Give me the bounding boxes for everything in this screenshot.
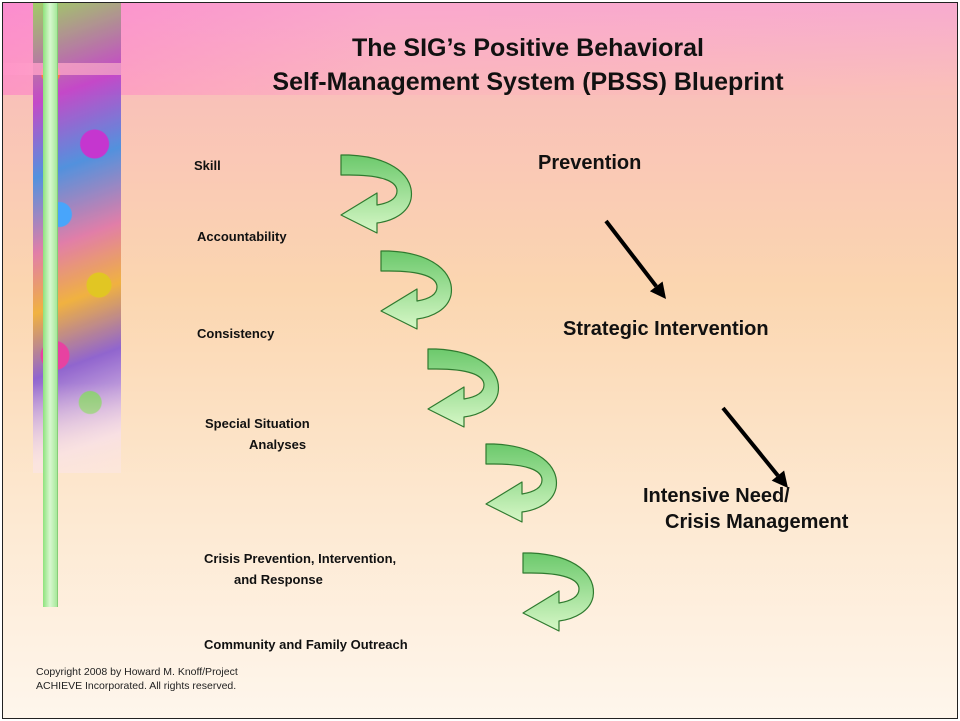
step-skill-label: Skill	[194, 158, 221, 173]
step-community-label: Community and Family Outreach	[204, 637, 408, 652]
copyright-line-1: Copyright 2008 by Howard M. Knoff/Projec…	[36, 666, 238, 678]
level-prevention: Prevention	[538, 150, 641, 176]
step-special-situation: Special Situation Analyses	[205, 413, 310, 455]
pointer-arrow-2	[721, 406, 788, 488]
level-intensive-line-1: Intensive Need/	[643, 485, 790, 507]
title-line-1: The SIG’s Positive Behavioral	[352, 34, 704, 62]
step-consistency-label: Consistency	[197, 326, 275, 341]
diagram-arrows	[340, 154, 788, 632]
green-accent-bar	[43, 3, 58, 607]
top-band	[3, 3, 957, 95]
step-consistency: Consistency	[197, 323, 274, 344]
step-accountability-label: Accountability	[197, 229, 287, 244]
pink-accent-bar	[3, 63, 121, 75]
curved-arrow-2	[380, 250, 453, 330]
copyright-notice: Copyright 2008 by Howard M. Knoff/Projec…	[36, 665, 238, 693]
step-crisis-line-1: Crisis Prevention, Intervention,	[204, 551, 397, 566]
copyright-line-2: ACHIEVE Incorporated. All rights reserve…	[36, 680, 237, 692]
step-skill: Skill	[194, 155, 221, 176]
title-line-2: Self-Management System (PBSS) Blueprint	[272, 68, 784, 96]
level-strategic-label: Strategic Intervention	[563, 318, 769, 340]
step-special-line-2: Analyses	[249, 437, 307, 452]
pointer-arrow-1	[604, 219, 666, 299]
level-intensive-need: Intensive Need/ Crisis Management	[643, 483, 848, 535]
slide-title: The SIG’s Positive Behavioral Self-Manag…	[188, 31, 868, 99]
curved-arrow-3	[427, 348, 500, 428]
curved-arrow-5	[522, 552, 595, 632]
level-strategic-intervention: Strategic Intervention	[563, 316, 769, 342]
curved-arrow-1	[340, 154, 413, 234]
level-prevention-label: Prevention	[538, 152, 642, 174]
step-special-line-1: Special Situation	[205, 416, 310, 431]
step-crisis-prevention: Crisis Prevention, Intervention, and Res…	[204, 548, 396, 590]
curved-arrow-4	[485, 443, 558, 523]
level-intensive-line-2: Crisis Management	[665, 511, 849, 533]
step-accountability: Accountability	[197, 226, 287, 247]
step-crisis-line-2: and Response	[234, 572, 323, 587]
step-community-outreach: Community and Family Outreach	[204, 634, 408, 655]
